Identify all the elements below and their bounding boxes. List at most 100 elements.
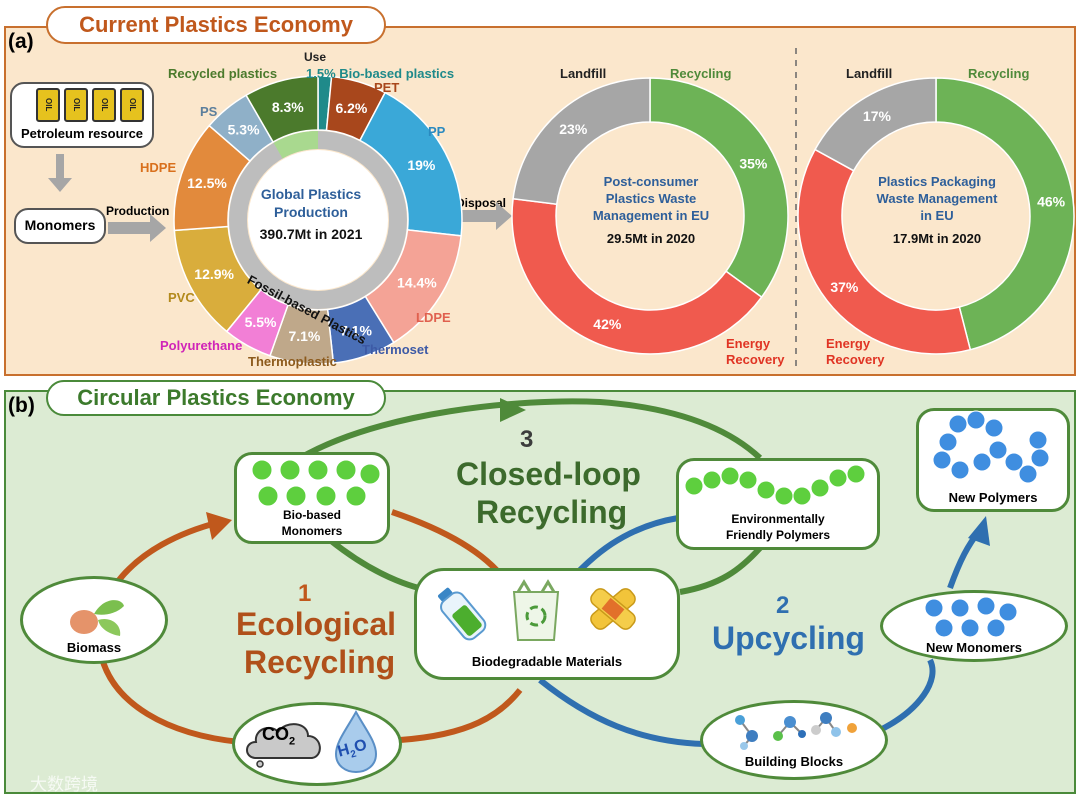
global-pct-thermoplastic: 7.1% — [288, 328, 320, 344]
blue-sphere — [972, 452, 992, 472]
green-sphere — [307, 459, 329, 481]
monomers-label: Monomers — [24, 217, 96, 233]
disposal-arrow — [462, 202, 512, 230]
global-pct-thermoset: 7.1% — [340, 323, 372, 339]
ecological-arc-bottom — [399, 688, 523, 743]
blue-sphere — [938, 432, 958, 452]
closed-loop-title-1: Closed-loop — [456, 456, 641, 492]
chain-sphere — [828, 468, 848, 488]
chain-sphere — [810, 478, 830, 498]
label-hdpe: HDPE — [140, 160, 177, 175]
panel-b-letter: (b) — [8, 394, 35, 417]
blue-sphere — [966, 410, 986, 430]
ecological-arrowhead — [206, 512, 232, 540]
label-use: Use — [304, 50, 327, 64]
production-label: Production — [106, 204, 170, 218]
green-sphere — [251, 459, 273, 481]
biodegradable-label: Biodegradable Materials — [471, 654, 623, 669]
eu2-label-landfill: Landfill — [846, 66, 893, 81]
oil-barrel-icon: OIL — [64, 88, 88, 122]
global-center-line2: Production — [274, 204, 348, 220]
eu1-slice-landfill — [512, 77, 651, 206]
building-blocks-label: Building Blocks — [744, 754, 844, 769]
label-ps: PS — [200, 104, 218, 119]
chain-sphere — [774, 486, 794, 506]
global-pct-ps: 5.3% — [228, 122, 260, 138]
new-polymer-cluster-icon — [932, 410, 1050, 484]
label-pet: PET — [374, 80, 400, 95]
eu2-center-line3: in EU — [920, 208, 954, 223]
upcycling-arc-right — [878, 658, 936, 733]
label-pp: PP — [428, 124, 446, 139]
global-pct-recycled-plastics: 8.3% — [272, 99, 304, 115]
blue-sphere — [950, 460, 970, 480]
production-arrow — [108, 214, 166, 242]
env-polymers-label-1: Environmentally — [731, 512, 825, 526]
ecological-title-2: Recycling — [244, 644, 396, 680]
petroleum-label: Petroleum resource — [20, 126, 144, 141]
eu1-label-recycling: Recycling — [670, 66, 732, 81]
bottle-icon — [438, 587, 487, 641]
label-thermoset: Thermoset — [362, 342, 429, 357]
closed-loop-arrowhead — [500, 398, 526, 422]
blue-sphere — [924, 598, 944, 618]
blue-sphere — [932, 450, 952, 470]
label-pvc: PVC — [168, 290, 195, 305]
chain-sphere — [846, 464, 866, 484]
upcycling-arc-bottom — [538, 677, 705, 747]
closed-loop-number: 3 — [520, 426, 534, 453]
upcycling-title: Upcycling — [712, 620, 865, 656]
down-arrow — [48, 154, 72, 192]
polymer-chain-icon — [684, 464, 866, 506]
new-monomers-node — [880, 590, 1068, 662]
blue-sphere — [948, 414, 968, 434]
global-donut-hole — [248, 150, 388, 290]
blue-sphere — [988, 440, 1008, 460]
blue-sphere — [1028, 430, 1048, 450]
eu2-pct-energy-recovery: 37% — [830, 279, 859, 295]
blue-sphere — [986, 618, 1006, 638]
green-sphere — [285, 485, 307, 507]
chain-sphere — [792, 486, 812, 506]
bandage-icon — [590, 588, 636, 630]
green-sphere — [335, 459, 357, 481]
blue-sphere — [1030, 448, 1050, 468]
biomass-label: Biomass — [66, 640, 122, 655]
global-pct-ldpe: 14.4% — [397, 274, 437, 290]
panel-a-title: Current Plastics Economy — [46, 6, 386, 44]
env-polymers-label-2: Friendly Polymers — [725, 528, 831, 542]
global-slice-recycled-plastics — [245, 75, 319, 144]
blue-sphere — [1004, 452, 1024, 472]
recycled-inner-arc — [273, 131, 318, 159]
co2-main: CO — [262, 724, 289, 744]
eu2-label-recovery: Recovery — [826, 352, 885, 367]
cloud-icon — [246, 723, 321, 768]
green-sphere — [315, 485, 337, 507]
global-pct-polyurethane: 5.5% — [245, 314, 277, 330]
eu2-center-line4: 17.9Mt in 2020 — [892, 231, 982, 246]
eu2-label-recycling: Recycling — [968, 66, 1030, 81]
eu2-label-energy: Energy — [826, 336, 871, 351]
eu2-slice-energy-recovery — [797, 148, 972, 355]
ecological-number: 1 — [298, 580, 312, 607]
molecule-icon — [735, 712, 857, 750]
closed-loop-title-2: Recycling — [476, 494, 628, 530]
green-sphere — [279, 459, 301, 481]
blue-sphere — [934, 618, 954, 638]
upcycling-number: 2 — [776, 592, 790, 619]
blue-sphere — [976, 596, 996, 616]
eu1-center-line1: Post-consumer — [603, 174, 699, 189]
eu1-label-landfill: Landfill — [560, 66, 607, 81]
oil-barrel-icon: OIL — [92, 88, 116, 122]
biobased-monomer-spheres — [251, 459, 381, 507]
label-polyurethane: Polyurethane — [160, 338, 243, 353]
label-thermoplastic: Thermoplastic — [248, 354, 337, 369]
chain-sphere — [756, 480, 776, 500]
upcycling-arrowhead — [968, 516, 990, 546]
global-center-line3: 390.7Mt in 2021 — [259, 226, 363, 242]
new-monomers-label: New Monomers — [925, 640, 1023, 655]
panel-b-title: Circular Plastics Economy — [46, 380, 386, 416]
